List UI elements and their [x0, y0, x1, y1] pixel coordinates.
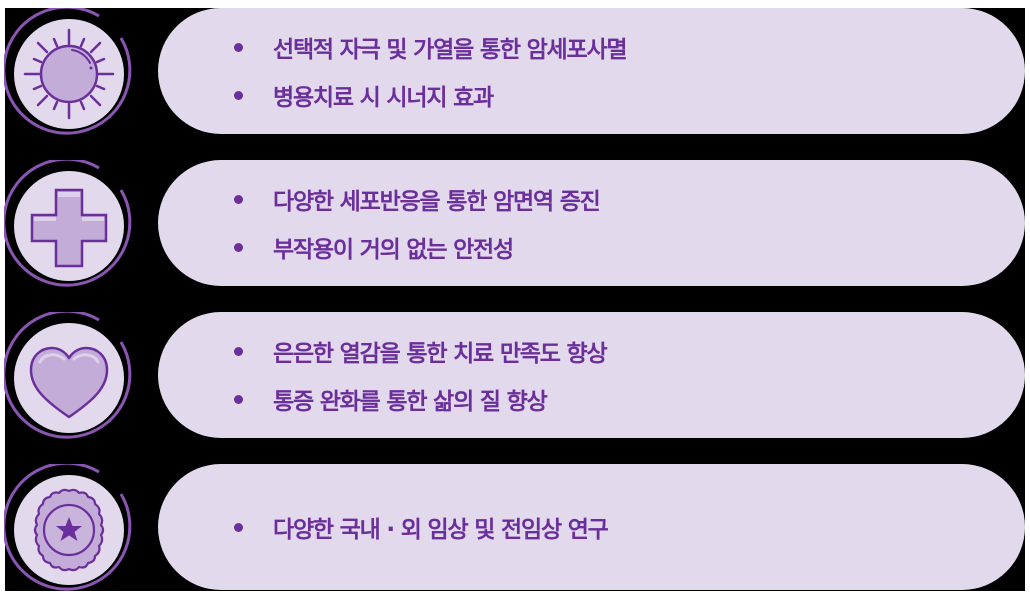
- feature-row-4: 다양한 국내 · 외 임상 및 전임상 연구: [0, 464, 1030, 591]
- bullet-dot-icon: [234, 522, 243, 532]
- bullet-item: 병용치료 시 시너지 효과: [228, 71, 985, 119]
- bullet-dot-icon: [234, 42, 243, 52]
- bullet-list: 선택적 자극 및 가열을 통한 암세포사멸 병용치료 시 시너지 효과: [228, 8, 985, 134]
- badge-star-icon: [4, 464, 134, 594]
- bullet-dot-icon: [234, 242, 243, 252]
- bullet-text: 다양한 세포반응을 통한 암면역 증진: [273, 189, 601, 215]
- bullet-text: 통증 완화를 통한 삶의 질 향상: [273, 389, 548, 415]
- bullet-item: 은은한 열감을 통한 치료 만족도 향상: [228, 327, 985, 375]
- bullet-list: 다양한 세포반응을 통한 암면역 증진 부작용이 거의 없는 안전성: [228, 160, 985, 286]
- bullet-dot-icon: [234, 194, 243, 204]
- bullet-text: 선택적 자극 및 가열을 통한 암세포사멸: [273, 37, 628, 63]
- bullet-list: 은은한 열감을 통한 치료 만족도 향상 통증 완화를 통한 삶의 질 향상: [228, 312, 985, 438]
- bullet-text: 병용치료 시 시너지 효과: [273, 85, 494, 111]
- bullet-item: 다양한 세포반응을 통한 암면역 증진: [228, 175, 985, 223]
- heart-icon: [4, 312, 134, 442]
- bullet-item: 통증 완화를 통한 삶의 질 향상: [228, 375, 985, 423]
- bullet-text: 은은한 열감을 통한 치료 만족도 향상: [273, 341, 608, 367]
- bullet-text: 부작용이 거의 없는 안전성: [273, 237, 514, 263]
- feature-card-2: 다양한 세포반응을 통한 암면역 증진 부작용이 거의 없는 안전성: [158, 160, 1025, 286]
- bullet-item: 선택적 자극 및 가열을 통한 암세포사멸: [228, 23, 985, 71]
- bullet-list: 다양한 국내 · 외 임상 및 전임상 연구: [228, 464, 985, 590]
- feature-row-1: 선택적 자극 및 가열을 통한 암세포사멸 병용치료 시 시너지 효과: [0, 8, 1030, 135]
- bullet-item: 다양한 국내 · 외 임상 및 전임상 연구: [228, 503, 985, 551]
- feature-card-3: 은은한 열감을 통한 치료 만족도 향상 통증 완화를 통한 삶의 질 향상: [158, 312, 1025, 438]
- sun-icon: [4, 8, 134, 138]
- bullet-dot-icon: [234, 346, 243, 356]
- bullet-dot-icon: [234, 90, 243, 100]
- feature-card-1: 선택적 자극 및 가열을 통한 암세포사멸 병용치료 시 시너지 효과: [158, 8, 1025, 134]
- feature-card-4: 다양한 국내 · 외 임상 및 전임상 연구: [158, 464, 1025, 590]
- bullet-dot-icon: [234, 394, 243, 404]
- feature-row-2: 다양한 세포반응을 통한 암면역 증진 부작용이 거의 없는 안전성: [0, 160, 1030, 287]
- feature-row-3: 은은한 열감을 통한 치료 만족도 향상 통증 완화를 통한 삶의 질 향상: [0, 312, 1030, 439]
- bullet-text: 다양한 국내 · 외 임상 및 전임상 연구: [273, 517, 609, 543]
- medical-cross-icon: [4, 160, 134, 290]
- bullet-item: 부작용이 거의 없는 안전성: [228, 223, 985, 271]
